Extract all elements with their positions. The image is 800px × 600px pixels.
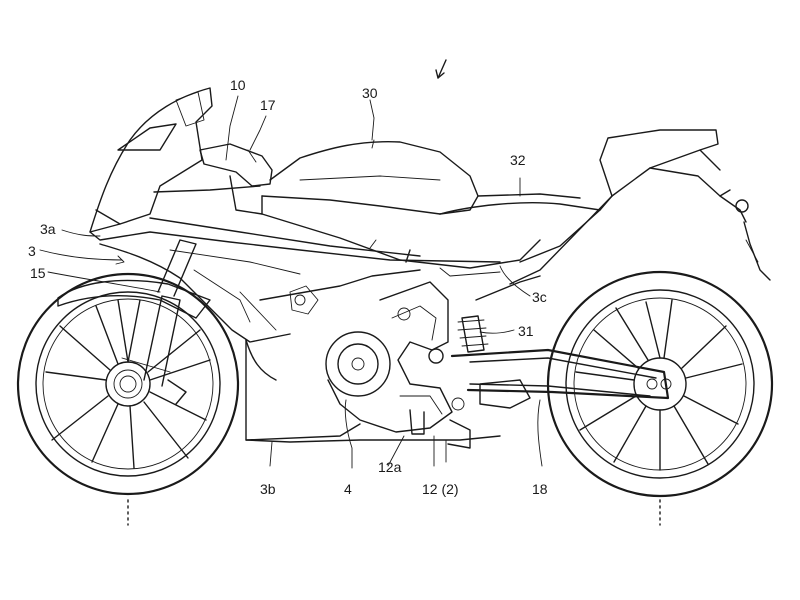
fuel-tank <box>261 139 479 215</box>
front-wheel <box>16 272 240 526</box>
label-3c: 3c <box>532 289 547 305</box>
leader-lines <box>39 95 543 469</box>
handlebar <box>199 143 273 215</box>
rear-wheel <box>546 270 774 526</box>
lower-cowl <box>245 339 501 443</box>
label-32: 32 <box>510 152 526 168</box>
label-17: 17 <box>260 97 276 113</box>
label-3b: 3b <box>260 481 276 497</box>
swingarm <box>450 348 670 400</box>
label-15: 15 <box>30 265 46 281</box>
seat-and-tail <box>439 129 771 285</box>
front-fork <box>121 239 197 405</box>
label-10: 10 <box>230 77 246 93</box>
frame-side-panel <box>261 213 541 301</box>
label-12a: 12a <box>378 459 402 475</box>
label-30: 30 <box>362 85 378 101</box>
rear-shock <box>457 315 489 353</box>
direction-arrow <box>435 59 447 79</box>
reference-labels: 10 17 30 32 3a 3 15 3c 31 3b 4 12a 12 (2… <box>28 77 548 497</box>
label-3a: 3a <box>40 221 56 237</box>
label-4: 4 <box>344 481 352 497</box>
label-3: 3 <box>28 243 36 259</box>
label-12-2: 12 (2) <box>422 481 459 497</box>
front-fairing <box>89 87 501 343</box>
label-18: 18 <box>532 481 548 497</box>
label-31: 31 <box>518 323 534 339</box>
front-fender <box>57 279 211 319</box>
engine <box>289 281 531 463</box>
